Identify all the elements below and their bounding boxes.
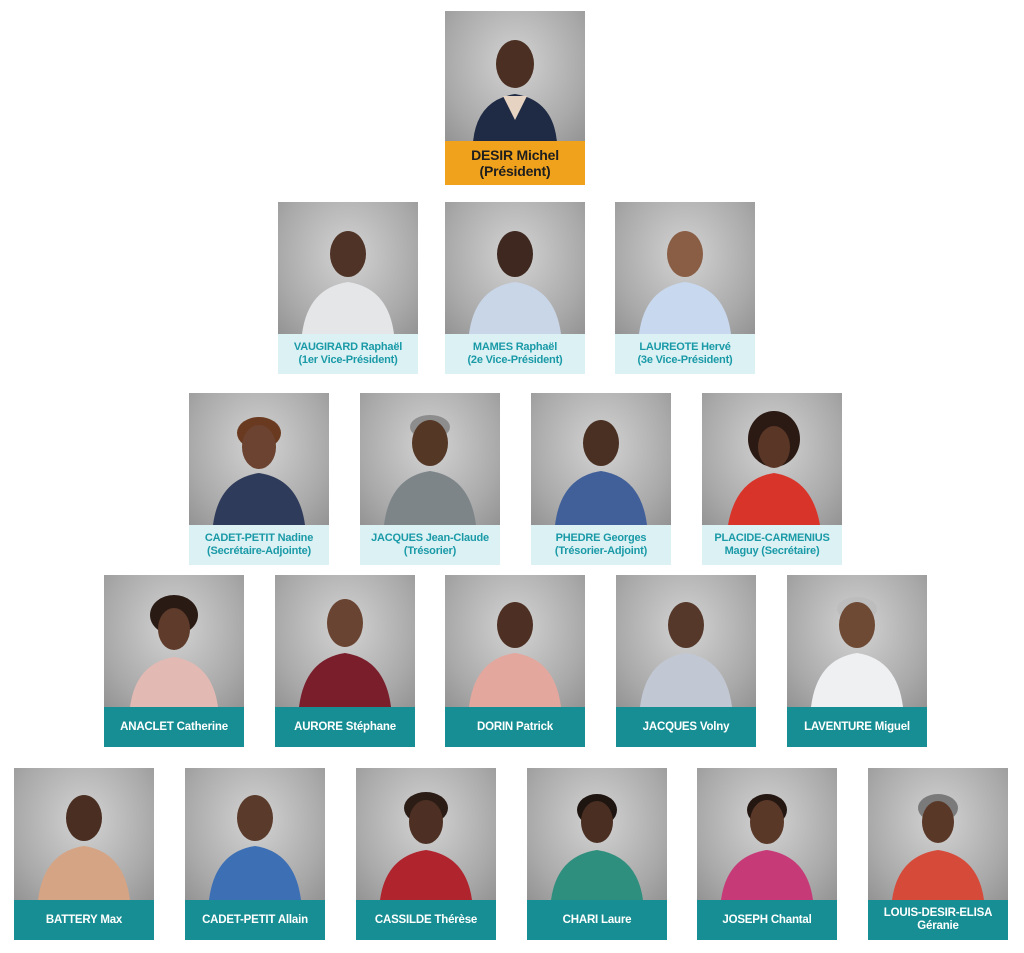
- name-text: VAUGIRARD Raphaël: [293, 341, 403, 353]
- portrait-photo: [615, 202, 755, 334]
- name-text: MAMES Raphaël: [472, 341, 558, 353]
- name-text: CADET-PETIT Nadine: [204, 532, 314, 544]
- name-label: DORIN Patrick: [445, 707, 585, 747]
- portrait-photo: [527, 768, 667, 900]
- card-member: BATTERY Max: [14, 768, 154, 940]
- name-label: CADET-PETIT Allain: [185, 900, 325, 940]
- role-text: (Secrétaire-Adjointe): [207, 545, 311, 557]
- name-label: DESIR Michel (Président): [445, 141, 585, 185]
- name-label: JACQUES Volny: [616, 707, 756, 747]
- card-member: LAVENTURE Miguel: [787, 575, 927, 747]
- name-label: PHEDRE Georges (Trésorier-Adjoint): [531, 525, 671, 565]
- portrait-photo: [445, 11, 585, 141]
- name-text: LAUREOTE Hervé: [639, 341, 731, 353]
- card-member: AURORE Stéphane: [275, 575, 415, 747]
- name-label: LOUIS-DESIR-ELISA Géranie: [868, 900, 1008, 940]
- card-member: LOUIS-DESIR-ELISA Géranie: [868, 768, 1008, 940]
- name-text: BATTERY Max: [45, 913, 123, 926]
- card-member: CHARI Laure: [527, 768, 667, 940]
- name-text: JOSEPH Chantal: [722, 913, 812, 926]
- card-member: JOSEPH Chantal: [697, 768, 837, 940]
- card-member: ANACLET Catherine: [104, 575, 244, 747]
- name-text: JACQUES Jean-Claude: [371, 532, 489, 544]
- name-label: ANACLET Catherine: [104, 707, 244, 747]
- name-text-line2: Géranie: [917, 920, 959, 932]
- card-officer: VAUGIRARD Raphaël (1er Vice-Président): [278, 202, 418, 374]
- name-text: CHARI Laure: [562, 913, 632, 926]
- role-text: (Président): [479, 163, 551, 179]
- portrait-photo: [14, 768, 154, 900]
- name-label: PLACIDE-CARMENIUS Maguy (Secrétaire): [702, 525, 842, 565]
- portrait-photo: [868, 768, 1008, 900]
- name-label: AURORE Stéphane: [275, 707, 415, 747]
- portrait-photo: [185, 768, 325, 900]
- portrait-photo: [189, 393, 329, 525]
- portrait-photo: [278, 202, 418, 334]
- card-president: DESIR Michel (Président): [445, 11, 585, 185]
- card-officer: PHEDRE Georges (Trésorier-Adjoint): [531, 393, 671, 565]
- name-text: DESIR Michel: [471, 147, 559, 163]
- name-label: LAVENTURE Miguel: [787, 707, 927, 747]
- name-label: JOSEPH Chantal: [697, 900, 837, 940]
- card-officer: CADET-PETIT Nadine (Secrétaire-Adjointe): [189, 393, 329, 565]
- portrait-photo: [697, 768, 837, 900]
- name-text: LOUIS-DESIR-ELISA: [883, 907, 993, 919]
- name-label: VAUGIRARD Raphaël (1er Vice-Président): [278, 334, 418, 374]
- card-officer: LAUREOTE Hervé (3e Vice-Président): [615, 202, 755, 374]
- card-officer: PLACIDE-CARMENIUS Maguy (Secrétaire): [702, 393, 842, 565]
- card-officer: JACQUES Jean-Claude (Trésorier): [360, 393, 500, 565]
- role-text: (3e Vice-Président): [637, 354, 733, 366]
- name-label: LAUREOTE Hervé (3e Vice-Président): [615, 334, 755, 374]
- portrait-photo: [360, 393, 500, 525]
- portrait-photo: [104, 575, 244, 707]
- name-label: MAMES Raphaël (2e Vice-Président): [445, 334, 585, 374]
- name-text: CASSILDE Thérèse: [374, 913, 478, 926]
- name-text: JACQUES Volny: [642, 720, 730, 733]
- portrait-photo: [445, 202, 585, 334]
- role-text: Maguy (Secrétaire): [724, 545, 820, 557]
- portrait-photo: [702, 393, 842, 525]
- name-text: PLACIDE-CARMENIUS: [714, 532, 830, 544]
- name-label: CADET-PETIT Nadine (Secrétaire-Adjointe): [189, 525, 329, 565]
- name-text: DORIN Patrick: [476, 720, 553, 733]
- portrait-photo: [616, 575, 756, 707]
- name-text: AURORE Stéphane: [294, 720, 396, 733]
- card-member: DORIN Patrick: [445, 575, 585, 747]
- portrait-photo: [445, 575, 585, 707]
- portrait-photo: [356, 768, 496, 900]
- name-text: CADET-PETIT Allain: [202, 913, 308, 926]
- name-label: CHARI Laure: [527, 900, 667, 940]
- name-text: ANACLET Catherine: [120, 720, 228, 733]
- name-label: BATTERY Max: [14, 900, 154, 940]
- portrait-photo: [787, 575, 927, 707]
- role-text: (2e Vice-Président): [467, 354, 563, 366]
- portrait-photo: [531, 393, 671, 525]
- name-label: JACQUES Jean-Claude (Trésorier): [360, 525, 500, 565]
- role-text: (Trésorier-Adjoint): [554, 545, 648, 557]
- card-member: CADET-PETIT Allain: [185, 768, 325, 940]
- card-member: JACQUES Volny: [616, 575, 756, 747]
- name-text: LAVENTURE Miguel: [804, 720, 910, 733]
- role-text: (Trésorier): [403, 545, 457, 557]
- name-text: PHEDRE Georges: [555, 532, 647, 544]
- card-member: CASSILDE Thérèse: [356, 768, 496, 940]
- card-officer: MAMES Raphaël (2e Vice-Président): [445, 202, 585, 374]
- name-label: CASSILDE Thérèse: [356, 900, 496, 940]
- role-text: (1er Vice-Président): [298, 354, 398, 366]
- portrait-photo: [275, 575, 415, 707]
